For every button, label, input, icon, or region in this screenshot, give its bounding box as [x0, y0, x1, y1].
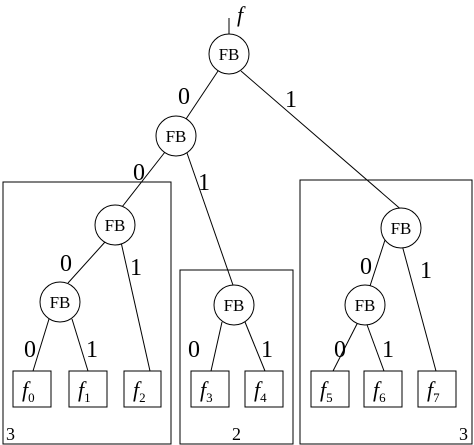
- leaf-f3-label: f3: [200, 377, 213, 405]
- fb-node-2-label: FB: [166, 127, 187, 146]
- fb-node-4: FB: [213, 284, 255, 326]
- edge-label-n1-1: 1: [285, 87, 297, 113]
- leaf-f7-label: f7: [427, 377, 440, 405]
- edge-label-n5-0: 0: [360, 254, 372, 280]
- leaf-f7: f7: [417, 370, 457, 408]
- edge-label-n2-1: 1: [198, 170, 210, 196]
- leaf-f3: f3: [190, 370, 230, 408]
- edge-n2-n3: [121, 151, 166, 208]
- group-box-right: [299, 179, 473, 445]
- fb-node-7-label: FB: [355, 296, 376, 315]
- leaf-f0-label: f0: [22, 377, 35, 405]
- group-box-middle: [179, 269, 294, 445]
- edge-label-n4-0: 0: [188, 337, 200, 363]
- group-box-left: [2, 181, 172, 445]
- fb-node-6: FB: [39, 281, 81, 323]
- leaf-f2: f2: [123, 370, 162, 408]
- leaf-f5-label: f5: [320, 377, 333, 405]
- edge-label-n6-1: 1: [86, 337, 98, 363]
- fb-node-1-label: FB: [219, 45, 240, 64]
- edge-n6-leaf0: [32, 318, 50, 372]
- edge-label-n4-1: 1: [261, 337, 273, 363]
- leaf-f2-label: f2: [133, 377, 146, 405]
- fb-node-1: FB: [208, 33, 250, 75]
- fb-node-6-label: FB: [50, 293, 71, 312]
- fb-node-5-label: FB: [391, 219, 412, 238]
- fb-node-5: FB: [380, 207, 422, 249]
- edge-n3-n6: [67, 241, 106, 284]
- edge-label-n3-1: 1: [130, 255, 142, 281]
- edge-n2-n4: [186, 152, 235, 289]
- group-label-middle: 2: [232, 424, 241, 444]
- edge-label-n3-0: 0: [60, 251, 72, 277]
- leaf-f5: f5: [310, 370, 350, 408]
- edge-label-n5-1: 1: [420, 258, 432, 284]
- fb-node-3: FB: [94, 204, 136, 246]
- leaf-f6: f6: [363, 370, 403, 408]
- fb-node-7: FB: [344, 284, 386, 326]
- edge-n6-leaf1: [71, 318, 89, 372]
- edge-n3-leaf2: [120, 241, 151, 372]
- leaf-f0: f0: [12, 370, 52, 408]
- edge-label-n1-0: 0: [178, 84, 190, 110]
- edge-label-n7-1: 1: [382, 337, 394, 363]
- edge-label-n6-0: 0: [24, 337, 36, 363]
- fb-node-4-label: FB: [224, 296, 245, 315]
- leaf-f4-label: f4: [254, 377, 267, 405]
- edge-n7-leaf6: [365, 321, 385, 372]
- edge-label-n7-0: 0: [334, 337, 346, 363]
- edge-n4-leaf3: [210, 321, 223, 372]
- leaf-f4: f4: [244, 370, 284, 408]
- edge-n7-leaf5: [332, 321, 359, 372]
- edge-n5-leaf7: [401, 244, 437, 372]
- edge-n4-leaf4: [244, 321, 266, 372]
- edge-n1-n2: [185, 70, 219, 120]
- leaf-f6-label: f6: [373, 377, 386, 405]
- group-label-right: 3: [459, 424, 468, 444]
- leaf-f1-label: f1: [78, 377, 91, 405]
- edge-label-n2-0: 0: [133, 160, 145, 186]
- fb-node-2: FB: [155, 115, 197, 157]
- edge-n1-n5: [240, 70, 405, 213]
- leaf-f1: f1: [68, 370, 108, 408]
- group-label-left: 3: [6, 424, 15, 444]
- edge-n5-n7: [369, 239, 386, 287]
- root-f-label: f: [237, 2, 246, 27]
- fb-node-3-label: FB: [105, 216, 126, 235]
